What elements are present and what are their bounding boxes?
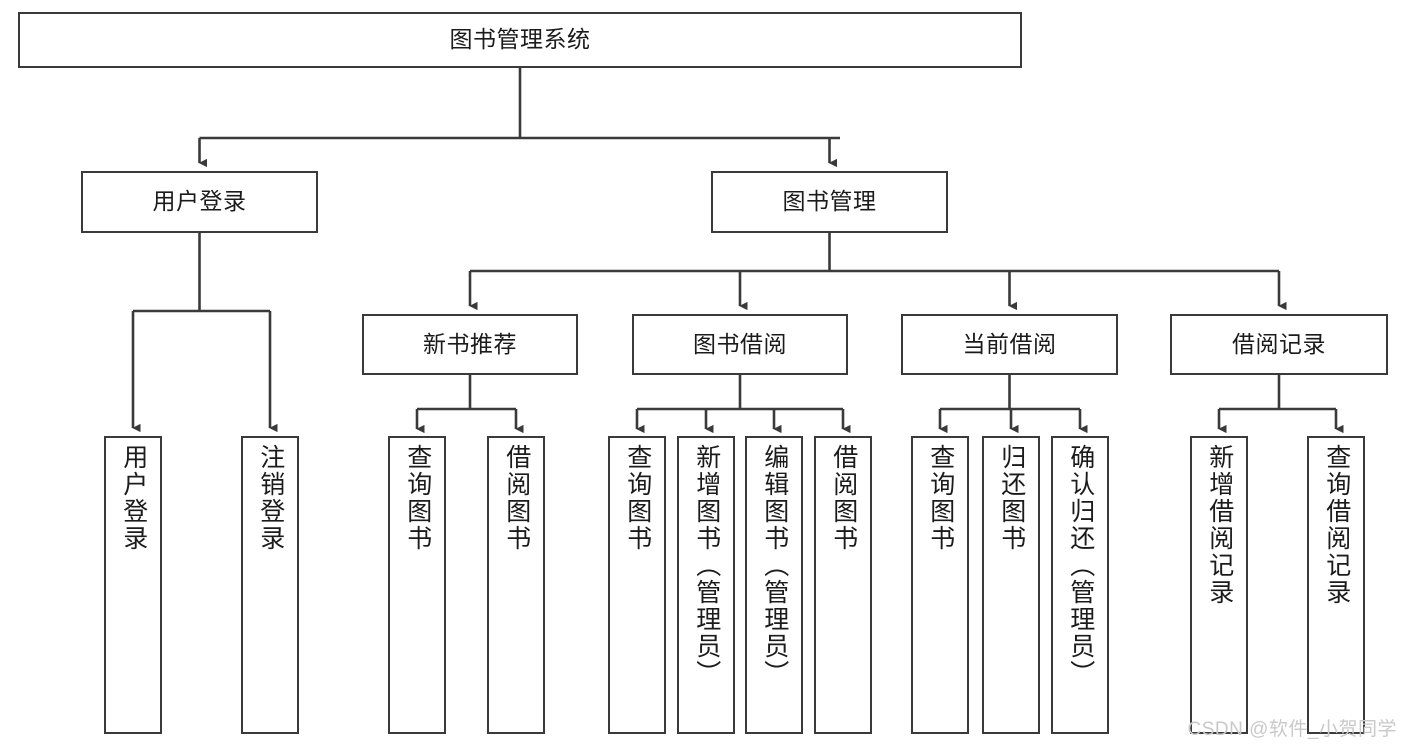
node-leaf-borrow-book-1[interactable]: 借阅图书	[487, 436, 545, 734]
node-leaf-add-borrow-record[interactable]: 新增借阅记录	[1190, 436, 1248, 734]
node-leaf-query-book-2-label: 查询图书	[623, 444, 652, 552]
node-current-borrow-label: 当前借阅	[962, 330, 1057, 357]
node-leaf-return-book-label: 归还图书	[997, 444, 1026, 552]
node-leaf-user-logout[interactable]: 注销登录	[241, 436, 299, 734]
node-new-book-recommend-label: 新书推荐	[423, 330, 517, 357]
node-leaf-query-book-3-label: 查询图书	[926, 444, 955, 552]
node-borrow-record-label: 借阅记录	[1232, 330, 1326, 357]
node-leaf-user-logout-label: 注销登录	[256, 444, 285, 552]
node-root-label: 图书管理系统	[449, 26, 591, 53]
node-leaf-query-book-2[interactable]: 查询图书	[608, 436, 666, 734]
node-new-book-recommend[interactable]: 新书推荐	[362, 314, 578, 375]
node-leaf-add-borrow-record-label: 新增借阅记录	[1205, 444, 1234, 606]
node-leaf-query-book-1[interactable]: 查询图书	[388, 436, 446, 734]
node-leaf-query-book-3[interactable]: 查询图书	[911, 436, 969, 734]
node-leaf-add-book[interactable]: 新增图书（管理员）	[677, 436, 735, 734]
node-user-login-label: 用户登录	[152, 188, 247, 215]
node-book-borrow-label: 图书借阅	[693, 330, 787, 357]
node-leaf-borrow-book-2-label: 借阅图书	[829, 444, 858, 552]
node-leaf-edit-book[interactable]: 编辑图书（管理员）	[745, 436, 803, 734]
node-borrow-record[interactable]: 借阅记录	[1170, 314, 1388, 375]
node-book-manage-label: 图书管理	[782, 188, 877, 215]
node-leaf-add-book-label: 新增图书（管理员）	[692, 444, 721, 687]
node-leaf-confirm-return[interactable]: 确认归还（管理员）	[1051, 436, 1109, 734]
node-leaf-borrow-book-2[interactable]: 借阅图书	[814, 436, 872, 734]
node-leaf-query-borrow-record[interactable]: 查询借阅记录	[1307, 436, 1365, 734]
csdn-watermark: CSDN @软件_小贺同学	[1187, 719, 1397, 740]
node-user-login[interactable]: 用户登录	[81, 171, 318, 233]
node-current-borrow[interactable]: 当前借阅	[901, 314, 1118, 375]
node-root[interactable]: 图书管理系统	[18, 12, 1022, 68]
node-leaf-confirm-return-label: 确认归还（管理员）	[1066, 444, 1095, 687]
node-leaf-user-login-label: 用户登录	[119, 444, 148, 552]
node-leaf-return-book[interactable]: 归还图书	[982, 436, 1040, 734]
node-leaf-user-login[interactable]: 用户登录	[104, 436, 162, 734]
node-leaf-edit-book-label: 编辑图书（管理员）	[760, 444, 789, 687]
node-leaf-borrow-book-1-label: 借阅图书	[502, 444, 531, 552]
node-leaf-query-borrow-record-label: 查询借阅记录	[1322, 444, 1351, 606]
node-book-borrow[interactable]: 图书借阅	[632, 314, 848, 375]
node-book-manage[interactable]: 图书管理	[711, 171, 948, 233]
node-leaf-query-book-1-label: 查询图书	[403, 444, 432, 552]
